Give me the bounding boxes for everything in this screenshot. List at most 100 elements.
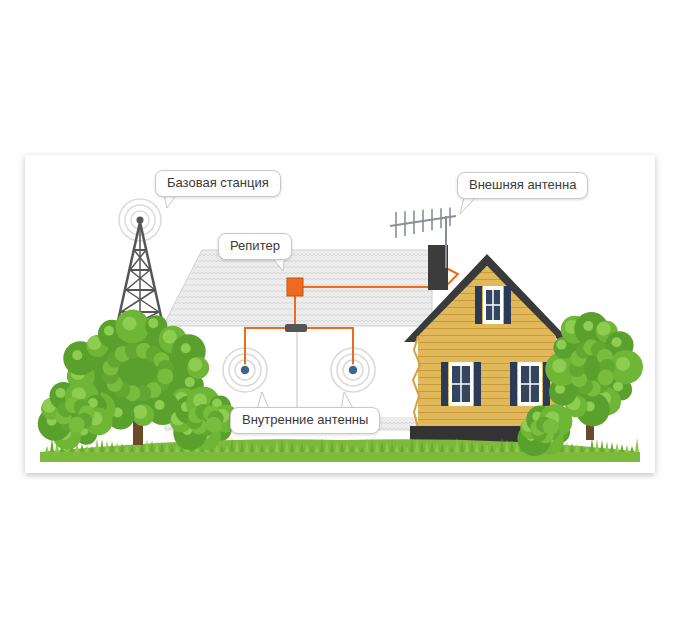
- drawing-part: [188, 358, 202, 372]
- drawing-part: [630, 446, 634, 452]
- drawing-part: [585, 446, 589, 452]
- drawing-part: [441, 362, 448, 406]
- drawing-part: [100, 439, 104, 452]
- drawing-part: [345, 443, 349, 452]
- splitter: [285, 324, 307, 332]
- drawing-part: [130, 445, 134, 452]
- drawing-part: [460, 439, 464, 452]
- callout-text: Базовая станция: [167, 175, 269, 191]
- drawing-part: [160, 442, 164, 452]
- drawing-part: [285, 440, 289, 452]
- drawing-part: [163, 330, 177, 344]
- drawing-part: [95, 438, 99, 452]
- drawing-part: [474, 362, 481, 406]
- drawing-part: [133, 405, 147, 419]
- drawing-part: [521, 383, 539, 385]
- drawing-part: [155, 400, 165, 410]
- drawing-part: [615, 443, 619, 452]
- card: [25, 155, 655, 473]
- external-antenna: [390, 207, 456, 268]
- drawing-part: [325, 439, 329, 452]
- drawing-part: [616, 357, 630, 371]
- drawing-part: [518, 362, 542, 406]
- drawing-part: [360, 446, 364, 452]
- drawing-part: [185, 377, 195, 387]
- drawing-part: [165, 443, 169, 452]
- drawing-part: [132, 404, 154, 426]
- drawing-part: [220, 445, 224, 452]
- drawing-part: [600, 440, 604, 452]
- drawing-part: [475, 286, 482, 324]
- drawing-part: [250, 442, 254, 452]
- drawing-part: [230, 438, 234, 452]
- drawing-part: [240, 440, 244, 452]
- drawing-part: [280, 439, 284, 452]
- drawing-part: [405, 446, 409, 452]
- drawing-part: [475, 442, 479, 452]
- drawing-part: [310, 445, 314, 452]
- drawing-part: [486, 290, 500, 320]
- callout-bubble: Репитер: [218, 233, 292, 260]
- drawing-part: [580, 445, 584, 452]
- drawing-part: [505, 439, 509, 452]
- drawing-part: [235, 439, 239, 452]
- drawing-part: [413, 210, 415, 234]
- callout-text: Внешняя антенна: [469, 177, 576, 193]
- callout-bubble: Базовая станция: [155, 170, 281, 197]
- drawing-part: [583, 321, 593, 331]
- drawing-part: [330, 440, 334, 452]
- drawing-part: [72, 350, 82, 360]
- drawing-part: [521, 366, 539, 402]
- drawing-part: [435, 443, 439, 452]
- drawing-part: [260, 444, 264, 452]
- drawing-part: [125, 444, 129, 452]
- drawing-part: [422, 210, 424, 232]
- wall: [165, 326, 420, 430]
- drawing-part: [575, 444, 579, 452]
- drawing-part: [145, 439, 149, 452]
- drawing-part: [452, 383, 470, 385]
- drawing-part: [504, 286, 511, 324]
- drawing-part: [300, 443, 304, 452]
- drawing-part: [425, 441, 429, 452]
- drawing-part: [370, 439, 374, 452]
- drawing-part: [105, 440, 109, 452]
- drawing-part: [315, 446, 319, 452]
- drawing-part: [265, 445, 269, 452]
- drawing-part: [625, 445, 629, 452]
- drawing-part: [170, 444, 174, 452]
- drawing-part: [245, 328, 285, 365]
- indoor-antenna: [240, 365, 250, 375]
- drawing-part: [500, 438, 504, 452]
- drawing-part: [470, 441, 474, 452]
- drawing-part: [85, 445, 89, 452]
- drawing-part: [490, 445, 494, 452]
- tower-top: [137, 217, 144, 224]
- drawing-part: [452, 366, 470, 402]
- drawing-part: [110, 441, 114, 452]
- drawing-part: [290, 441, 294, 452]
- drawing-part: [395, 444, 399, 452]
- drawing-part: [375, 440, 379, 452]
- drawing-part: [529, 418, 561, 442]
- drawing-part: [480, 443, 484, 452]
- drawing-part: [465, 440, 469, 452]
- drawing-part: [400, 445, 404, 452]
- trees: [38, 310, 643, 456]
- drawing-part: [90, 446, 94, 452]
- drawing-part: [120, 443, 124, 452]
- drawing-part: [175, 445, 179, 452]
- torn-edge: [413, 336, 420, 428]
- drawing-part: [552, 359, 566, 373]
- drawing-part: [597, 322, 611, 336]
- drawing-part: [148, 318, 158, 328]
- drawing-part: [385, 442, 389, 452]
- drawing-part: [565, 442, 569, 452]
- drawing-part: [135, 446, 139, 452]
- drawing-part: [483, 286, 503, 324]
- drawing-part: [440, 444, 444, 452]
- drawing-part: [69, 417, 85, 433]
- drawing-part: [605, 441, 609, 452]
- drawing-part: [181, 343, 191, 353]
